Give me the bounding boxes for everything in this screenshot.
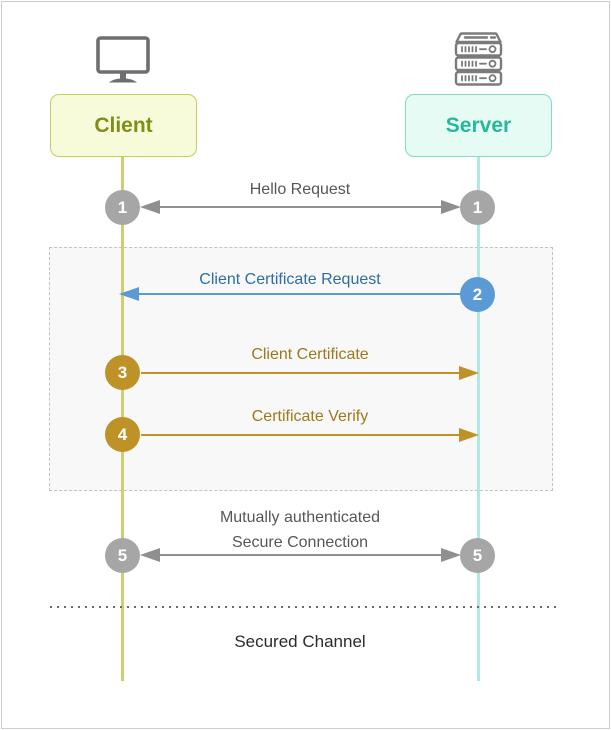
step-badge-4-client: 4 bbox=[105, 417, 140, 452]
message-label-secure-connection: Mutually authenticated Secure Connection bbox=[150, 505, 450, 555]
arrowhead-left-icon bbox=[119, 287, 139, 301]
arrowhead-right-icon bbox=[441, 548, 461, 562]
arrow-line bbox=[139, 293, 462, 295]
arrow-line bbox=[141, 434, 459, 436]
step-badge-5-server: 5 bbox=[460, 538, 495, 573]
actor-box-client: Client bbox=[50, 94, 197, 157]
lifeline-server bbox=[477, 157, 480, 681]
step-badge-5-client: 5 bbox=[105, 538, 140, 573]
arrow-line bbox=[159, 206, 442, 208]
message-label-certificate-verify: Certificate Verify bbox=[251, 408, 369, 425]
actor-box-server: Server bbox=[405, 94, 552, 157]
arrow-line bbox=[141, 372, 459, 374]
actor-label-client: Client bbox=[94, 113, 153, 137]
message-label-line2: Secure Connection bbox=[231, 534, 369, 551]
actor-label-server: Server bbox=[445, 113, 512, 137]
step-badge-3-client: 3 bbox=[105, 355, 140, 390]
arrowhead-right-icon bbox=[459, 428, 479, 442]
secured-channel-label: Secured Channel bbox=[234, 632, 366, 651]
secured-channel-divider bbox=[50, 606, 558, 608]
arrowhead-left-icon bbox=[140, 200, 160, 214]
message-label-client-certificate: Client Certificate bbox=[251, 346, 369, 363]
arrowhead-left-icon bbox=[140, 548, 160, 562]
step-badge-2-server: 2 bbox=[460, 277, 495, 312]
message-label-client-certificate-request: Client Certificate Request bbox=[199, 271, 381, 288]
step-badge-1-server: 1 bbox=[460, 190, 495, 225]
arrowhead-right-icon bbox=[441, 200, 461, 214]
server-icon bbox=[454, 32, 503, 86]
arrow-line bbox=[159, 554, 442, 556]
message-label-hello-request: Hello Request bbox=[249, 181, 351, 198]
step-badge-1-client: 1 bbox=[105, 190, 140, 225]
monitor-icon bbox=[96, 36, 150, 83]
arrowhead-right-icon bbox=[459, 366, 479, 380]
message-label-line1: Mutually authenticated bbox=[219, 509, 381, 526]
